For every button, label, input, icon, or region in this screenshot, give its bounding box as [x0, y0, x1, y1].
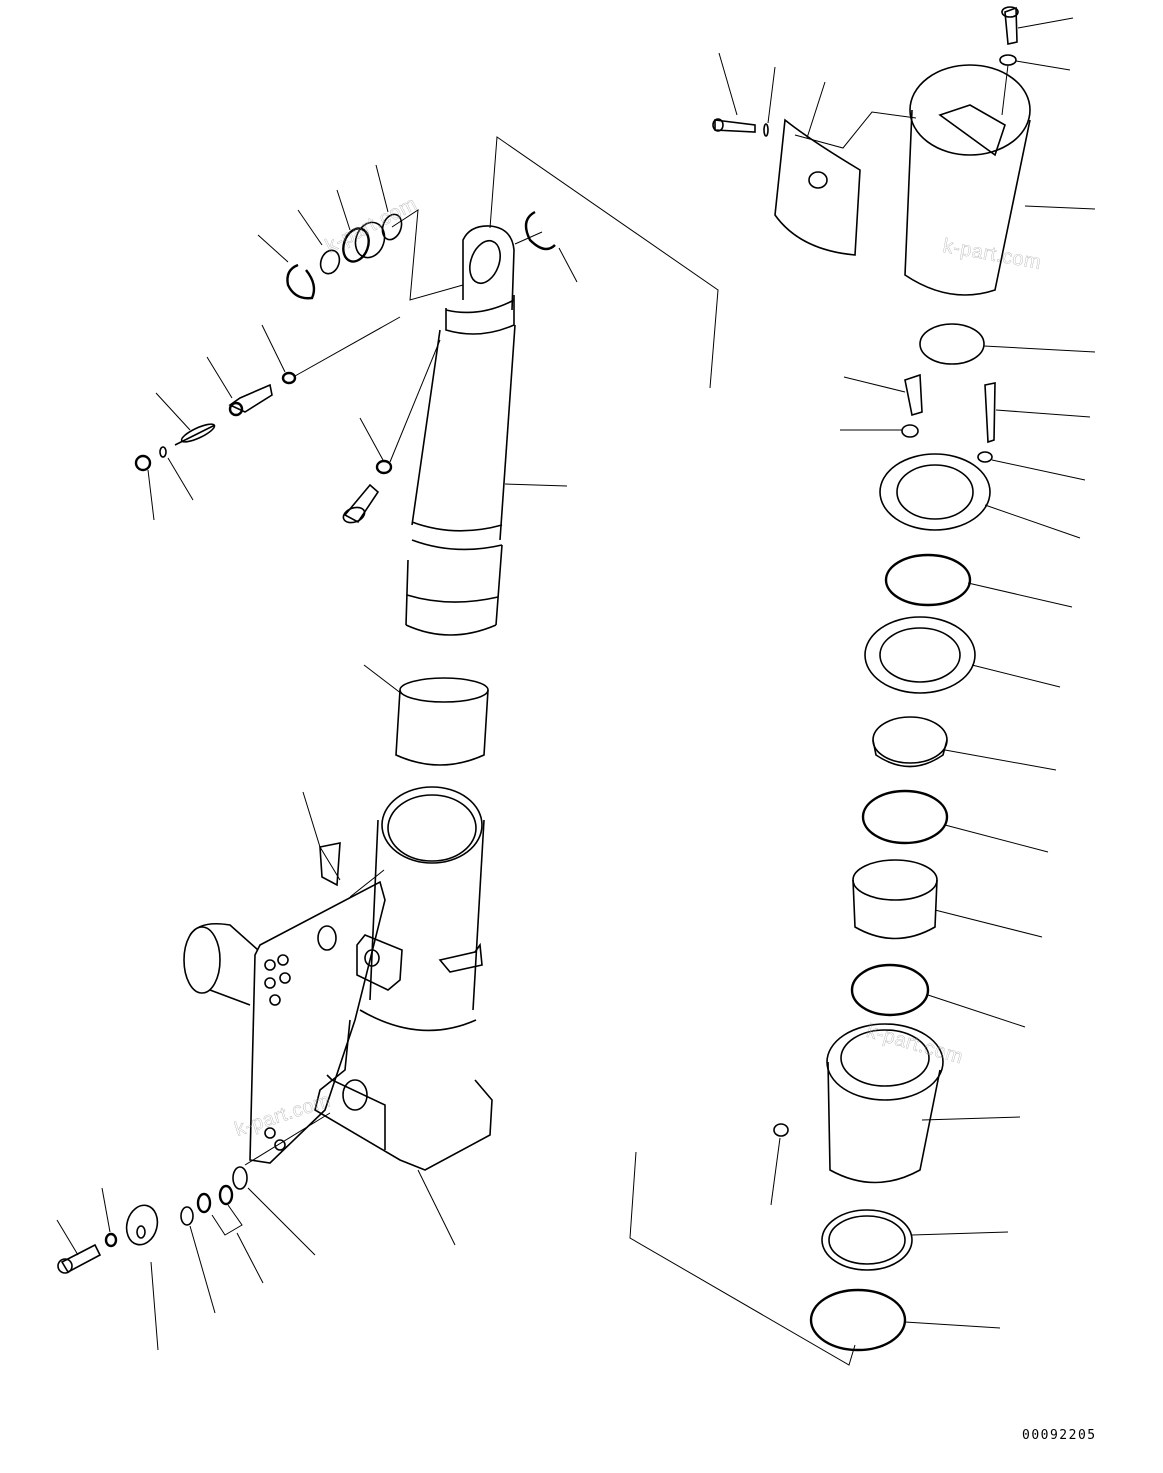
- cylinder-assembly: [405, 136, 719, 636]
- drawing-number: 00092205: [1022, 1428, 1097, 1443]
- steering-housing: [183, 786, 493, 1246]
- seal-kit-parts: [257, 164, 578, 301]
- cover-and-cap: [712, 6, 1096, 296]
- bushing: [363, 664, 489, 766]
- mount-housing: [629, 1023, 1021, 1366]
- relief-valve-parts: [134, 316, 441, 524]
- bearing-stack: [840, 323, 1096, 1028]
- cover-parts: [56, 1166, 316, 1351]
